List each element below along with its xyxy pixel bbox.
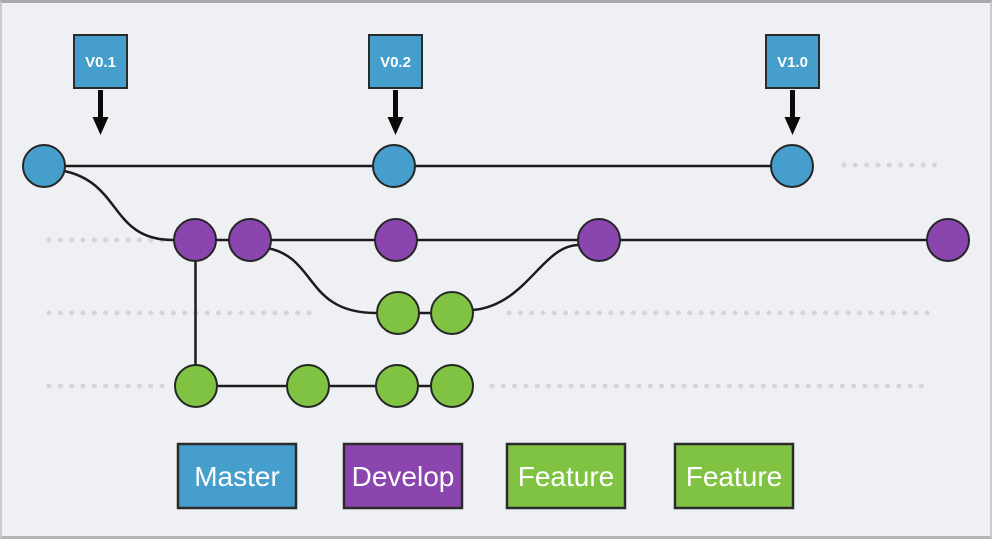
legend-swatch-master <box>176 442 298 510</box>
master-commit-node <box>22 144 66 188</box>
version-tag-v01: V0.1 <box>73 34 128 135</box>
legend-label-feature-2: Feature <box>686 461 783 492</box>
legend: Master Develop Feature Feature <box>176 442 795 510</box>
develop-commit-node <box>577 218 621 262</box>
feature2-commit-node <box>430 364 474 408</box>
version-tag-label: V0.1 <box>85 54 116 71</box>
develop-to-feature1-branch-curve <box>266 246 377 315</box>
version-tag-v10: V1.0 <box>765 34 820 135</box>
master-commit-node <box>372 144 416 188</box>
legend-label-develop: Develop <box>352 461 455 492</box>
version-tag-label: V1.0 <box>777 54 808 71</box>
legend-swatch-feature-1 <box>505 442 627 510</box>
feature1-commit-node <box>430 291 474 335</box>
feature2-commit-node <box>375 364 419 408</box>
legend-swatch-feature-2 <box>673 442 795 510</box>
tag-arrow-head-icon <box>387 117 404 135</box>
legend-label-master: Master <box>194 461 280 492</box>
master-commit-node <box>770 144 814 188</box>
feature1-to-develop-merge-curve <box>472 243 580 312</box>
develop-commit-node <box>173 218 217 262</box>
tag-arrow-head-icon <box>92 117 109 135</box>
feature1-commit-node <box>376 291 420 335</box>
feature2-commit-node <box>174 364 218 408</box>
version-tag-box <box>368 34 423 89</box>
master-to-develop-branch-curve <box>63 169 174 242</box>
version-tag-box <box>765 34 820 89</box>
legend-item-develop: Develop <box>342 442 464 510</box>
legend-item-master: Master <box>176 442 298 510</box>
tag-arrow-head-icon <box>784 117 801 135</box>
develop-commit-node <box>228 218 272 262</box>
feature2-commit-node <box>286 364 330 408</box>
version-tag-label: V0.2 <box>380 54 411 71</box>
legend-swatch-develop <box>342 442 464 510</box>
legend-label-feature-1: Feature <box>518 461 615 492</box>
develop-commit-node <box>926 218 970 262</box>
legend-item-feature-2: Feature <box>673 442 795 510</box>
version-tag-v02: V0.2 <box>368 34 423 135</box>
legend-item-feature-1: Feature <box>505 442 627 510</box>
diagram-canvas: V0.1 V0.2 V1.0 Master Develop <box>22 34 970 510</box>
develop-commit-node <box>374 218 418 262</box>
version-tag-box <box>73 34 128 89</box>
